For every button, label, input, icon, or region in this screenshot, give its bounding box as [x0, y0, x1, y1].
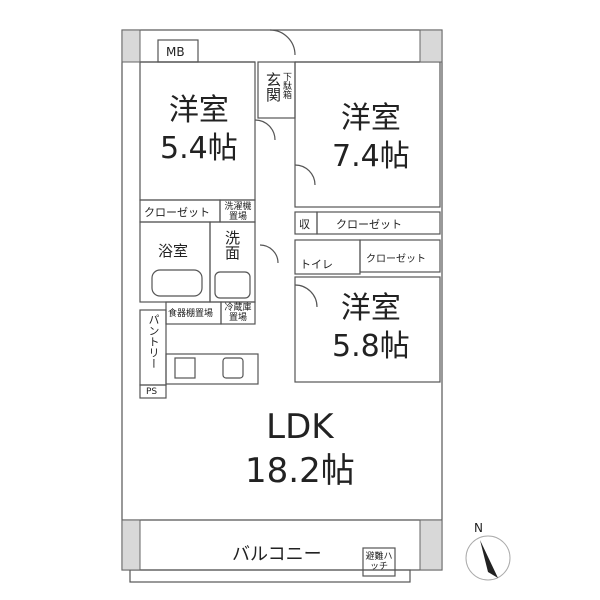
dish-label: 食器棚置場: [168, 309, 214, 319]
balcony-label: バルコニー: [232, 544, 322, 565]
fridge-label: 冷蔵庫置場: [224, 303, 252, 323]
storage-label: 収: [299, 218, 310, 231]
wash-label: 洗面: [223, 230, 241, 260]
bedroom-3-wall: [294, 276, 441, 383]
washer-label: 洗濯機置場: [224, 202, 252, 222]
shoe-label: 下駄箱: [281, 72, 291, 99]
pantry-label: パントリー: [147, 314, 160, 369]
ps-label: PS: [146, 387, 158, 397]
entrance-wall: [257, 61, 296, 119]
north-arrow: [465, 535, 511, 581]
mb-label: MB: [166, 45, 185, 59]
closet-left-label: クローゼット: [144, 206, 210, 219]
bedroom-2-wall: [294, 61, 441, 208]
sink: [214, 271, 251, 299]
north-label: N: [474, 521, 483, 535]
hatch-box: [362, 547, 396, 577]
hatch-label: 避難ハッチ: [365, 552, 393, 572]
kitchen-counter: [165, 353, 259, 385]
closet-right-label: クローゼット: [336, 218, 402, 231]
closet-small-label: クローゼット: [366, 254, 426, 265]
toilet-label: トイレ: [300, 258, 333, 271]
entrance-label: 玄関: [264, 72, 282, 102]
bath-wall: [139, 221, 211, 303]
bath-label: 浴室: [158, 242, 189, 260]
bathtub: [151, 269, 203, 297]
balcony-rail: [129, 569, 411, 583]
